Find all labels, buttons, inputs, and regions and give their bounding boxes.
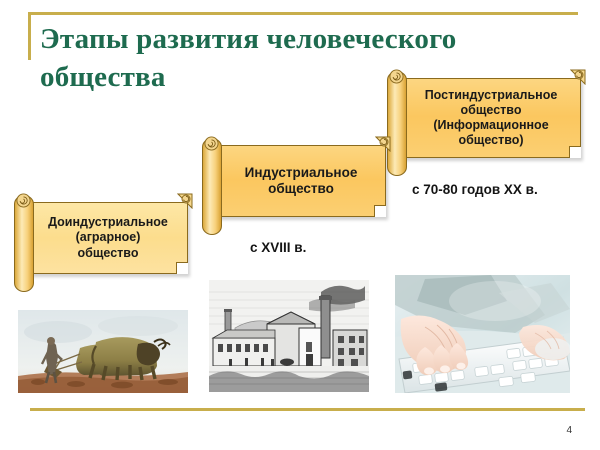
scroll-label-pre-industrial: Доиндустриальное (аграрное) общество bbox=[34, 202, 182, 274]
scroll-curl-icon bbox=[375, 136, 391, 152]
slide-number: 4 bbox=[566, 425, 572, 436]
scroll-label-line: (аграрное) bbox=[75, 230, 141, 245]
scroll-left-roll bbox=[14, 195, 34, 292]
scroll-label-line: Доиндустриальное bbox=[48, 215, 168, 230]
scroll-label-line: общество bbox=[460, 102, 522, 117]
bottom-accent-rule bbox=[30, 408, 585, 411]
scroll-body bbox=[218, 145, 386, 217]
scroll-label-line: (Информационное bbox=[433, 118, 549, 132]
scroll-left-roll bbox=[202, 138, 222, 235]
scroll-left-roll bbox=[387, 71, 407, 176]
scroll-banner-pre-industrial: Доиндустриальное (аграрное) общество bbox=[8, 193, 193, 292]
scroll-body bbox=[403, 78, 581, 158]
scroll-curl-icon bbox=[389, 69, 404, 84]
scroll-label-line: общество bbox=[77, 245, 139, 260]
scroll-curl-icon bbox=[16, 193, 31, 208]
ox-plowing-photo bbox=[18, 310, 188, 393]
scroll-curl-icon bbox=[204, 136, 219, 151]
scroll-label-line: Индустриальное bbox=[244, 164, 358, 180]
scroll-label-industrial: Индустриальное общество bbox=[222, 145, 380, 217]
caption-industrial: с XVIII в. bbox=[250, 240, 307, 255]
scroll-banner-post-industrial: Постиндустриальное общество (Информацион… bbox=[381, 69, 586, 176]
left-accent-rule bbox=[28, 12, 31, 60]
scroll-label-line: Постиндустриальное bbox=[424, 87, 558, 102]
caption-post-industrial: с 70-80 годов XX в. bbox=[412, 182, 538, 197]
page-title: Этапы развития человеческого общества bbox=[40, 23, 457, 94]
scroll-label-line: общество) bbox=[458, 133, 524, 148]
scroll-label-post-industrial: Постиндустриальное общество (Информацион… bbox=[407, 78, 575, 158]
scroll-banner-industrial: Индустриальное общество bbox=[196, 136, 391, 235]
scroll-curl-icon bbox=[177, 193, 193, 209]
scroll-curl-icon bbox=[570, 69, 586, 85]
hands-typing-keyboard-photo bbox=[395, 275, 570, 393]
top-accent-rule bbox=[28, 12, 578, 15]
scroll-label-line: общество bbox=[268, 181, 334, 196]
factory-engraving bbox=[209, 280, 369, 392]
